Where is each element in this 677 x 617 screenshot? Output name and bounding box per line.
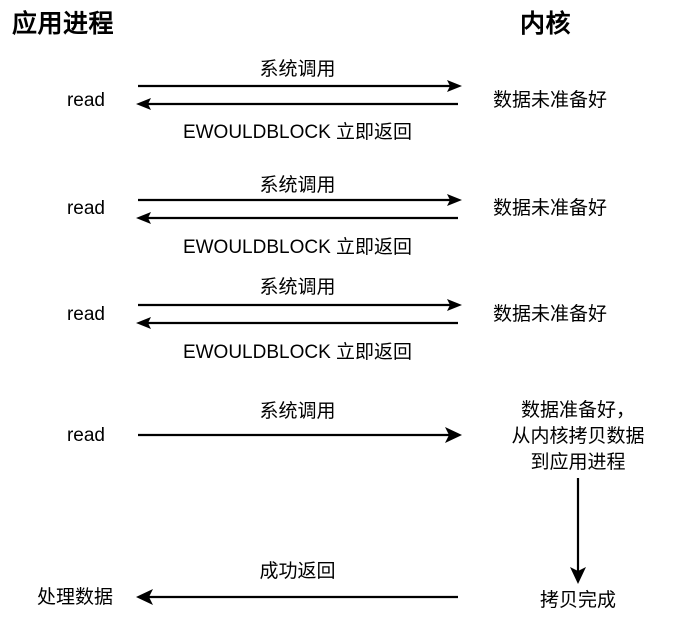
step-3-caller-label: read bbox=[66, 304, 105, 325]
step-2-caller-label: read bbox=[66, 198, 105, 219]
step-3-kernel-state-label: 数据未准备好 bbox=[493, 304, 608, 325]
step-4-kernel-state-block: 数据准备好， 从内核拷贝数据 到应用进程 bbox=[478, 398, 677, 476]
kernel-state-line-3: 到应用进程 bbox=[530, 452, 626, 473]
step-4-request-label: 系统调用 bbox=[259, 401, 336, 422]
step-2-response-arrow bbox=[136, 212, 458, 224]
column-title-app-process: 应用进程 bbox=[12, 10, 115, 38]
step-1-request-label: 系统调用 bbox=[259, 59, 336, 80]
step-5-response-arrow bbox=[136, 589, 458, 605]
step-2-response-label: EWOULDBLOCK 立即返回 bbox=[182, 237, 413, 258]
step-1-request-arrow bbox=[138, 80, 462, 92]
step-3-request-arrow bbox=[138, 299, 462, 311]
step-5-caller-label: 处理数据 bbox=[36, 587, 113, 608]
column-title-kernel: 内核 bbox=[520, 10, 572, 38]
step-1-kernel-state-label: 数据未准备好 bbox=[493, 90, 608, 111]
kernel-copy-down-arrow bbox=[570, 478, 586, 584]
step-1-caller-label: read bbox=[66, 90, 105, 111]
step-3-response-arrow bbox=[136, 317, 458, 329]
step-1-response-label: EWOULDBLOCK 立即返回 bbox=[182, 122, 413, 143]
step-3-request-label: 系统调用 bbox=[259, 277, 336, 298]
step-2-kernel-state-label: 数据未准备好 bbox=[493, 198, 608, 219]
kernel-state-line-1: 数据准备好， bbox=[520, 400, 635, 421]
step-5-response-label: 成功返回 bbox=[259, 561, 336, 582]
step-1-response-arrow bbox=[136, 98, 458, 110]
step-2-request-label: 系统调用 bbox=[259, 175, 336, 196]
step-4-caller-label: read bbox=[66, 425, 105, 446]
step-3-response-label: EWOULDBLOCK 立即返回 bbox=[182, 342, 413, 363]
step-5-kernel-state-label: 拷贝完成 bbox=[539, 590, 616, 611]
step-4-request-arrow bbox=[138, 427, 462, 443]
kernel-state-line-2: 从内核拷贝数据 bbox=[511, 426, 645, 447]
